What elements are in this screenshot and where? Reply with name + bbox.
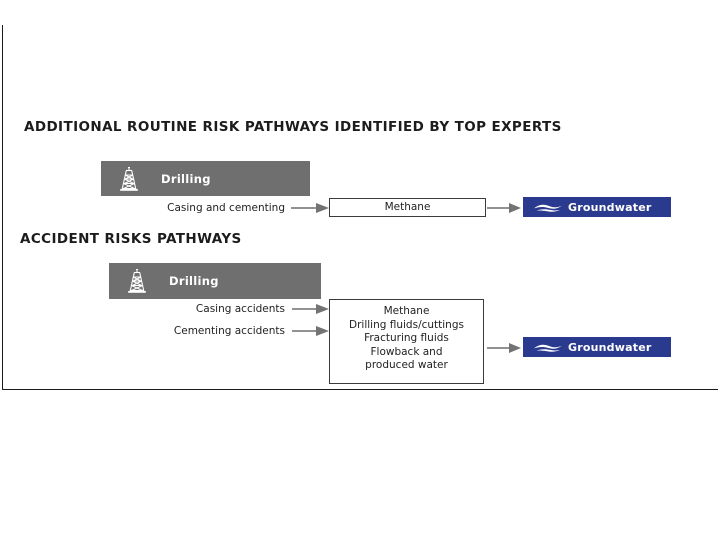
pathway-label-cementing-accidents: Cementing accidents: [173, 325, 285, 337]
source-node-drilling-routine[interactable]: Drilling: [101, 161, 310, 196]
drilling-rig-icon: [120, 166, 138, 191]
outcome-box-methane-routine[interactable]: Methane: [329, 198, 486, 217]
arrow-casing-to-methane: [291, 203, 329, 213]
water-wave-icon: [534, 204, 562, 212]
arrow-contaminants-to-groundwater: [487, 343, 521, 353]
pathway-label-casing-accidents: Casing accidents: [195, 303, 285, 315]
arrow-casing-accidents-to-contaminants: [292, 304, 329, 314]
drilling-rig-icon: [128, 268, 146, 293]
outcome-item: Drilling fluids/cuttings: [349, 318, 464, 331]
target-node-groundwater-accident[interactable]: Groundwater: [523, 337, 671, 357]
pathway-label-casing-and-cementing: Casing and cementing: [167, 202, 285, 214]
arrow-cementing-accidents-to-contaminants: [292, 326, 329, 336]
target-node-label: Groundwater: [568, 200, 652, 214]
source-node-label: Drilling: [169, 274, 219, 288]
outcome-item: Methane: [383, 305, 430, 317]
target-node-label: Groundwater: [568, 340, 652, 354]
slide-frame-border: [2, 25, 718, 390]
water-wave-icon: [534, 344, 562, 352]
outcome-item: Fracturing fluids: [364, 332, 449, 344]
section-heading-accident: ACCIDENT RISKS PATHWAYS: [20, 231, 242, 247]
target-node-groundwater-routine[interactable]: Groundwater: [523, 197, 671, 217]
outcome-item: Methane: [384, 201, 431, 213]
arrow-methane-to-groundwater: [487, 203, 521, 213]
source-node-label: Drilling: [161, 171, 211, 186]
section-heading-routine: ADDITIONAL ROUTINE RISK PATHWAYS IDENTIF…: [24, 119, 562, 135]
outcome-item: Flowback and produced water: [365, 345, 448, 372]
source-node-drilling-accident[interactable]: Drilling: [109, 263, 321, 299]
outcome-box-contaminants[interactable]: Methane Drilling fluids/cuttings Fractur…: [329, 299, 484, 384]
